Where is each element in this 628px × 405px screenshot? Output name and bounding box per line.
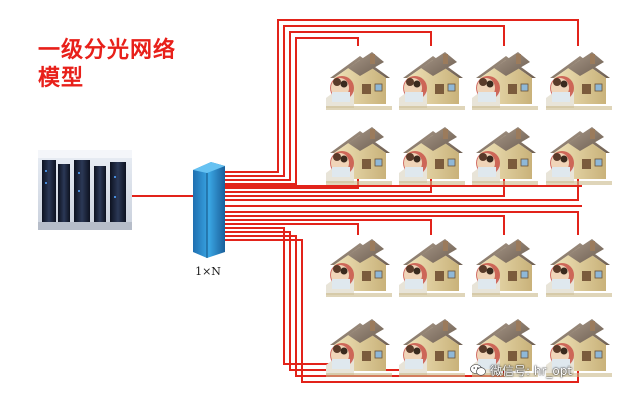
house-with-family-icon <box>546 52 612 110</box>
fiber-lines <box>132 19 582 383</box>
house-with-family-icon <box>472 239 538 297</box>
splitter-label: 1×N <box>195 265 221 278</box>
house-with-family-icon <box>326 52 392 110</box>
houses <box>326 52 612 377</box>
diagram-title-line1: 一级分光网络 <box>38 38 177 63</box>
house-with-family-icon <box>546 319 612 377</box>
house-with-family-icon <box>326 319 392 377</box>
watermark-text: 微信号: hr_opt <box>490 363 573 378</box>
house-with-family-icon <box>472 319 538 377</box>
house-with-family-icon <box>399 239 465 297</box>
fiber-line-row2-house2 <box>225 175 432 193</box>
fiber-line-row3-house2 <box>225 219 432 235</box>
fiber-line-row2-house1 <box>225 175 359 189</box>
house-with-family-icon <box>326 127 392 185</box>
fiber-line-row3-house1 <box>225 223 359 235</box>
fiber-line-row3-house3 <box>225 215 505 235</box>
diagram-title-line2: 模型 <box>38 66 85 91</box>
fiber-line-row1-house2 <box>225 31 432 181</box>
server-room-icon <box>38 150 132 230</box>
house-with-family-icon <box>546 127 612 185</box>
house-with-family-icon <box>399 319 465 377</box>
wechat-icon <box>470 364 486 376</box>
fiber-line-row1-house4 <box>225 19 579 173</box>
fiber-line-row1-house1 <box>225 37 359 185</box>
house-with-family-icon <box>472 52 538 110</box>
house-with-family-icon <box>399 52 465 110</box>
house-with-family-icon <box>326 239 392 297</box>
house-with-family-icon <box>546 239 612 297</box>
fiber-line-row3-house4 <box>225 211 579 235</box>
optical-splitter-icon <box>193 162 225 258</box>
fiber-line-row4-house2 <box>225 231 432 371</box>
watermark: 微信号: hr_opt <box>470 360 572 380</box>
house-with-family-icon <box>472 127 538 185</box>
fiber-line-row1-house3 <box>225 25 505 177</box>
house-with-family-icon <box>399 127 465 185</box>
